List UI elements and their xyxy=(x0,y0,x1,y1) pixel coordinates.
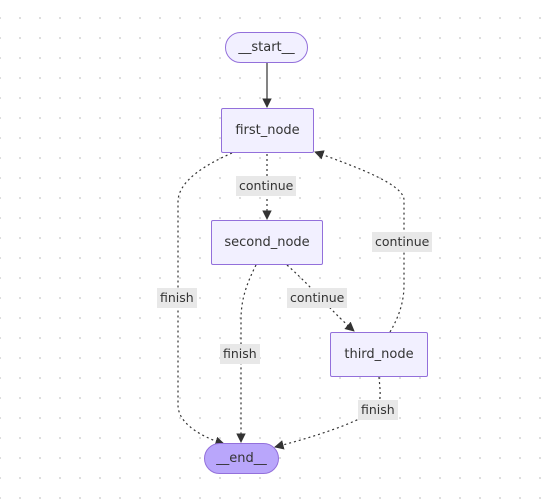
edge-second-to-third xyxy=(286,264,355,332)
node-end[interactable]: __end__ xyxy=(204,443,279,474)
node-third[interactable]: third_node xyxy=(330,332,428,377)
edge-second-to-end xyxy=(236,264,257,443)
node-second[interactable]: second_node xyxy=(211,220,323,265)
edge-label-first-to-end: finish xyxy=(157,288,197,308)
edge-label-second-to-third: continue xyxy=(287,288,348,308)
edge-label-first-to-second: continue xyxy=(236,176,297,196)
node-start[interactable]: __start__ xyxy=(225,32,308,63)
node-first[interactable]: first_node xyxy=(221,108,314,153)
edge-third-to-first xyxy=(314,150,405,333)
edge-label-third-to-end: finish xyxy=(358,400,398,420)
edge-label-second-to-end: finish xyxy=(220,344,260,364)
edge-label-third-to-first: continue xyxy=(372,232,433,252)
